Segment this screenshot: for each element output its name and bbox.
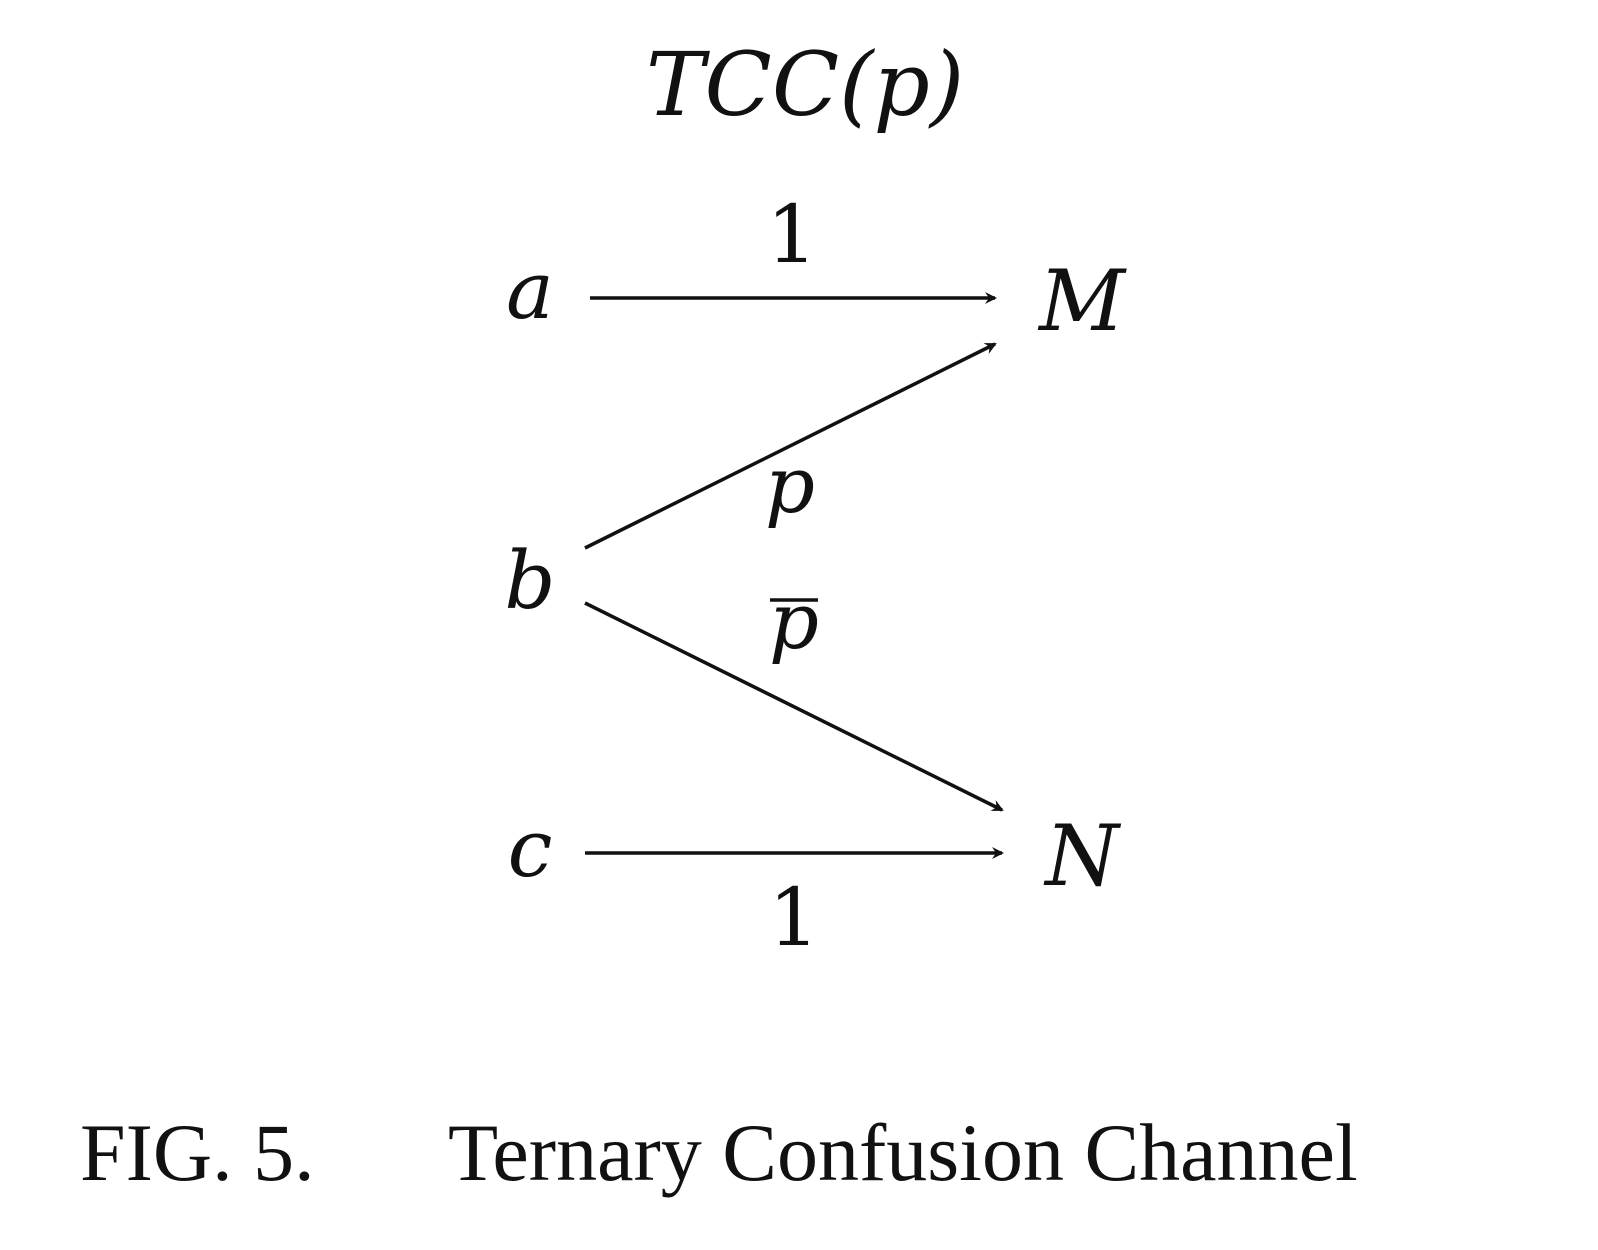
output-node-m: M — [1037, 252, 1127, 350]
input-node-b: b — [504, 534, 555, 627]
input-node-c: c — [508, 802, 553, 895]
diagram-title: TCC(p) — [646, 33, 964, 136]
edge-b-to-m — [584, 342, 997, 550]
output-node-n: N — [1043, 807, 1121, 905]
input-node-a: a — [506, 244, 554, 337]
figure-caption: FIG. 5. Ternary Confusion Channel — [80, 1107, 1358, 1198]
edge-label-b-to-n: p — [769, 577, 819, 667]
edge-label-b-to-m: p — [765, 441, 815, 531]
caption-text: Ternary Confusion Channel — [448, 1107, 1358, 1198]
edge-b-to-n — [584, 601, 1004, 812]
caption-number: FIG. 5. — [80, 1107, 315, 1198]
edge-label-b-to-n-group: p — [769, 577, 819, 667]
edge-label-a-to-m: 1 — [767, 188, 818, 281]
edge-label-c-to-n: 1 — [769, 871, 820, 964]
